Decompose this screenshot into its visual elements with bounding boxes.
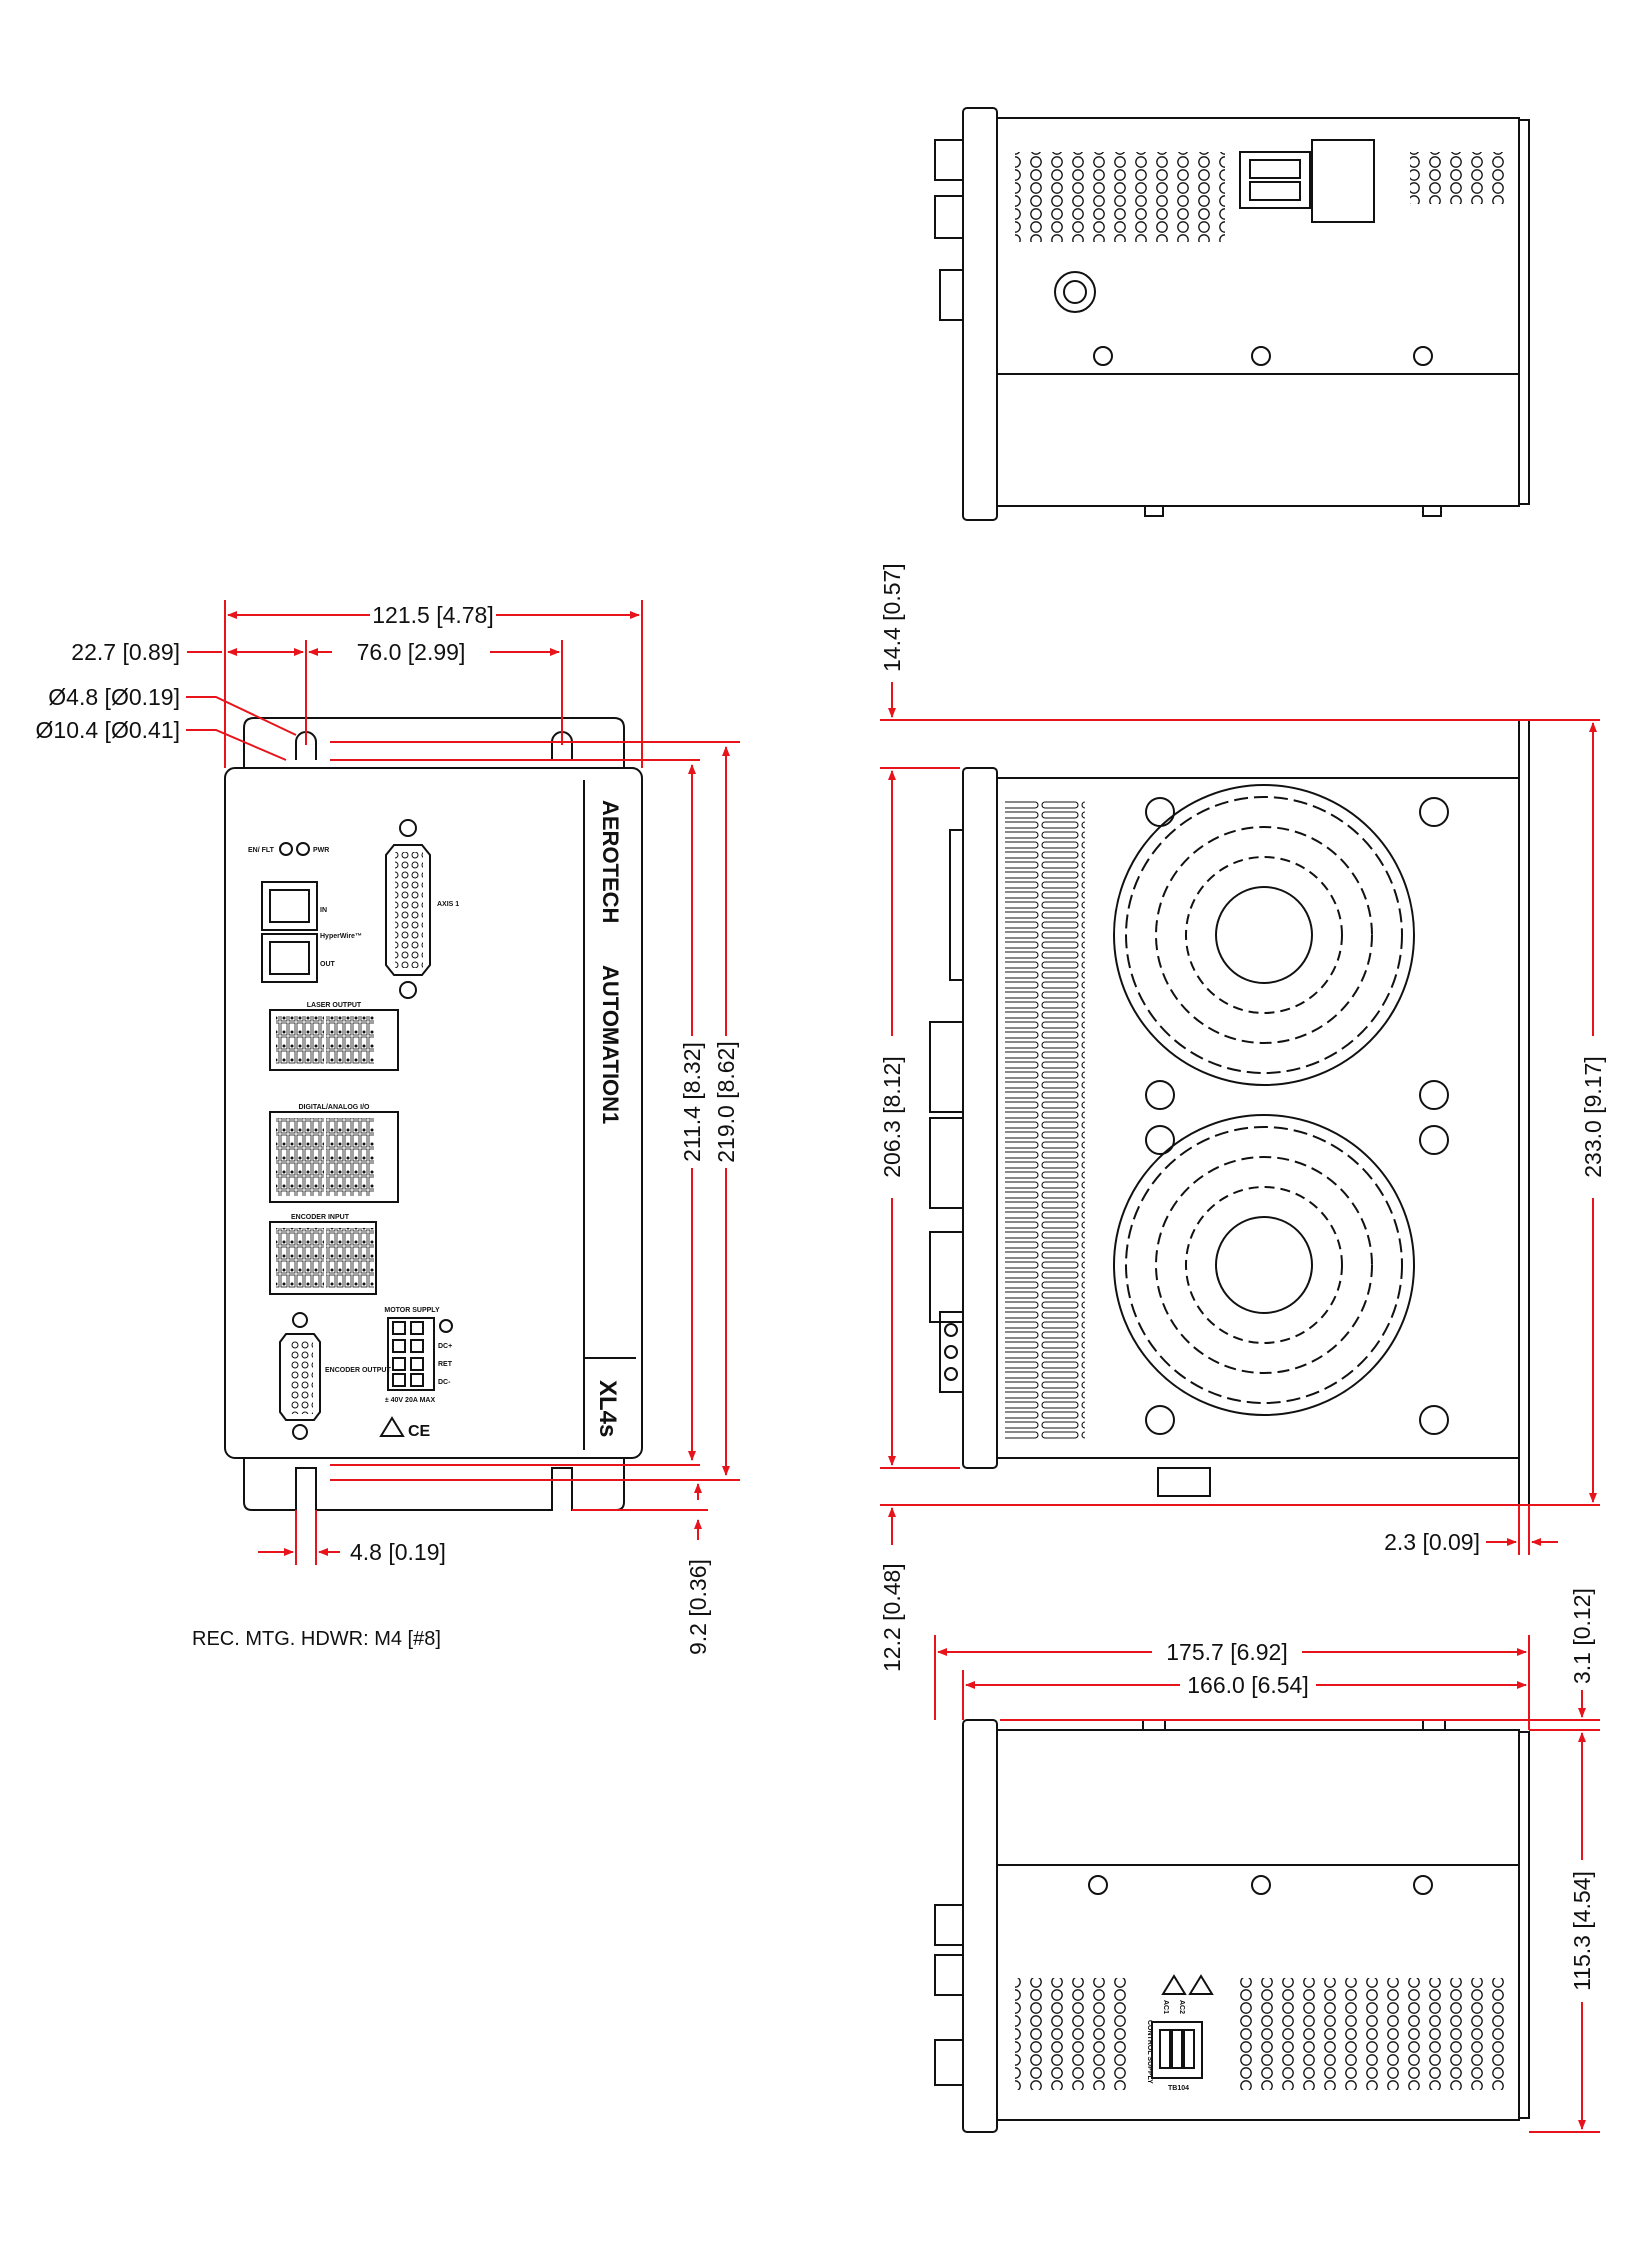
digital-analog-label: DIGITAL/ANALOG I/O — [298, 1104, 370, 1111]
motor-ret-label: RET — [438, 1361, 453, 1368]
series-label: AUTOMATION1 — [598, 965, 623, 1124]
axis-label: AXIS 1 — [437, 901, 459, 908]
dim-bottom-height: 115.3 [4.54] — [1569, 1871, 1595, 1991]
dimension-lines — [186, 600, 1600, 2133]
pwr-label: PWR — [313, 847, 329, 854]
model-label: XL4s — [594, 1380, 621, 1437]
laser-output-label: LASER OUTPUT — [307, 1002, 362, 1009]
brand-label: AEROTECH — [598, 800, 623, 923]
dimension-text: 121.5 [4.78] 22.7 [0.89] 76.0 [2.99] Ø4.… — [36, 563, 1606, 1991]
top-view — [934, 107, 1530, 521]
dim-hole-small: Ø4.8 [Ø0.19] — [48, 684, 180, 710]
panel-labels: AEROTECH AUTOMATION1 XL4s EN/ FLT PWR IN… — [248, 800, 1189, 2092]
hyperwire-label: HyperWire™ — [320, 933, 362, 940]
dim-side-bottom-offset: 12.2 [0.48] — [879, 1563, 905, 1672]
mounting-hardware-note: REC. MTG. HDWR: M4 [#8] — [192, 1628, 441, 1650]
ac1-label: AC1 — [1162, 2000, 1169, 2014]
hyperwire-out-label: OUT — [320, 961, 336, 968]
front-view — [224, 717, 643, 1511]
encoder-output-label: ENCODER OUTPUT — [325, 1367, 391, 1374]
dim-front-slot-width: 4.8 [0.19] — [350, 1539, 446, 1565]
dim-front-height-inner: 211.4 [8.32] — [679, 1042, 705, 1162]
motor-dc-plus-label: DC+ — [438, 1343, 452, 1350]
dim-front-width: 121.5 [4.78] — [372, 602, 494, 628]
dim-side-top-offset: 14.4 [0.57] — [879, 563, 905, 672]
dim-bottom-depth-total: 175.7 [6.92] — [1166, 1639, 1288, 1665]
tb-label: TB104 — [1168, 2085, 1189, 2092]
side-view — [929, 719, 1530, 1506]
dim-front-left-offset: 22.7 [0.89] — [71, 639, 180, 665]
motor-supply-label: MOTOR SUPPLY — [384, 1307, 440, 1314]
ce-mark: CE — [408, 1423, 431, 1440]
dim-front-height-outer: 219.0 [8.62] — [713, 1041, 739, 1163]
dim-front-bottom-offset: 9.2 [0.36] — [685, 1559, 711, 1655]
dim-hole-large: Ø10.4 [Ø0.41] — [36, 717, 180, 743]
en-flt-label: EN/ FLT — [248, 847, 275, 854]
dim-side-height: 206.3 [8.12] — [879, 1056, 905, 1178]
hyperwire-in-label: IN — [320, 907, 327, 914]
bottom-view — [934, 1719, 1530, 2133]
dim-side-plate-thickness: 2.3 [0.09] — [1384, 1529, 1480, 1555]
dim-front-hole-spacing: 76.0 [2.99] — [357, 639, 466, 665]
dim-bottom-flange: 3.1 [0.12] — [1569, 1588, 1595, 1684]
control-supply-label: CONTROL SUPPLY — [1146, 2020, 1153, 2084]
motor-rating-label: ± 40V 20A MAX — [385, 1397, 436, 1404]
encoder-input-label: ENCODER INPUT — [291, 1214, 350, 1221]
dim-side-total-height: 233.0 [9.17] — [1580, 1056, 1606, 1178]
motor-dc-minus-label: DC- — [438, 1379, 451, 1386]
ac2-label: AC2 — [1178, 2000, 1185, 2014]
dim-bottom-depth-body: 166.0 [6.54] — [1187, 1672, 1309, 1698]
